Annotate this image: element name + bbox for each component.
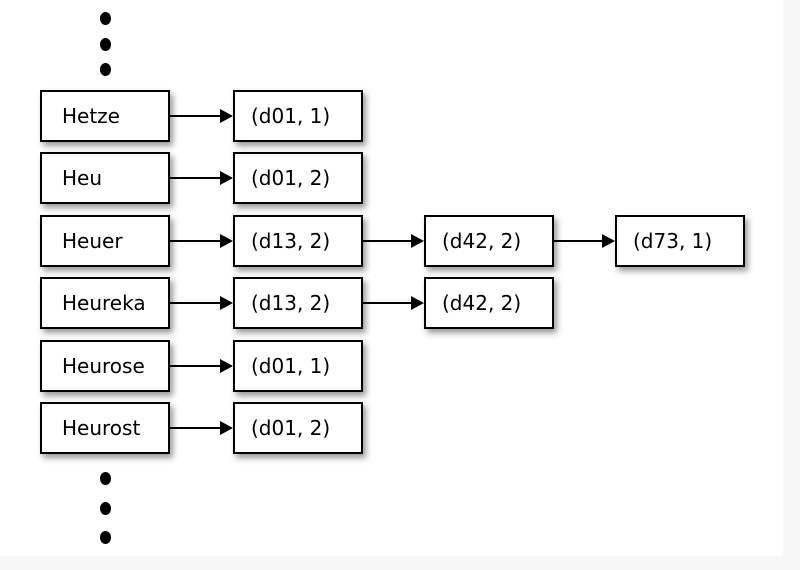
- edge-shaft: [170, 302, 220, 304]
- edge-term-1-to-posting-1: [170, 109, 233, 123]
- arrowhead-icon: [602, 234, 615, 248]
- posting-label: (d13, 2): [251, 229, 331, 253]
- ellipsis-bottom-dot-2: [100, 502, 111, 515]
- diagram-page: Hetze Heu Heuer Heureka Heurose Heurost: [40, 12, 745, 544]
- posting-label: (d73, 1): [633, 229, 713, 253]
- arrowhead-icon: [411, 296, 424, 310]
- arrowhead-icon: [411, 234, 424, 248]
- posting-node-1-2[interactable]: (d01, 2): [233, 152, 363, 204]
- posting-label: (d42, 2): [442, 229, 522, 253]
- ellipsis-bottom-dot-3: [100, 531, 111, 544]
- posting-node-1-5[interactable]: (d01, 1): [233, 340, 363, 392]
- arrowhead-icon: [220, 234, 233, 248]
- posting-node-2-2[interactable]: (d42, 2): [424, 277, 554, 329]
- term-node-4[interactable]: Heureka: [40, 277, 170, 329]
- term-label: Heuer: [62, 229, 123, 253]
- edge-shaft: [170, 177, 220, 179]
- edge-shaft: [554, 240, 602, 242]
- posting-node-1-1[interactable]: (d01, 1): [233, 90, 363, 142]
- arrowhead-icon: [220, 296, 233, 310]
- edge-shaft: [363, 240, 411, 242]
- edge-shaft: [363, 302, 411, 304]
- term-node-3[interactable]: Heuer: [40, 215, 170, 267]
- posting-node-1-6[interactable]: (d01, 2): [233, 402, 363, 454]
- posting-label: (d01, 1): [251, 104, 331, 128]
- term-label: Heu: [62, 166, 103, 190]
- posting-label: (d01, 2): [251, 166, 331, 190]
- term-label: Heureka: [62, 291, 146, 315]
- term-node-5[interactable]: Heurose: [40, 340, 170, 392]
- term-node-2[interactable]: Heu: [40, 152, 170, 204]
- arrowhead-icon: [220, 109, 233, 123]
- ellipsis-top-dot-1: [100, 12, 111, 25]
- arrowhead-icon: [220, 171, 233, 185]
- edge-term-4-to-posting-4: [170, 296, 233, 310]
- edge-shaft: [170, 115, 220, 117]
- posting-label: (d42, 2): [442, 291, 522, 315]
- edge-posting-1-3-to-posting-2-1: [363, 234, 424, 248]
- ellipsis-top-dot-2: [100, 38, 111, 51]
- ellipsis-top-dot-3: [100, 63, 111, 76]
- ellipsis-bottom-dot-1: [100, 472, 111, 485]
- edge-shaft: [170, 240, 220, 242]
- term-node-6[interactable]: Heurost: [40, 402, 170, 454]
- posting-node-2-1[interactable]: (d42, 2): [424, 215, 554, 267]
- posting-label: (d13, 2): [251, 291, 331, 315]
- edge-term-6-to-posting-6: [170, 421, 233, 435]
- posting-label: (d01, 1): [251, 354, 331, 378]
- edge-term-2-to-posting-2: [170, 171, 233, 185]
- edge-shaft: [170, 365, 220, 367]
- posting-node-3-1[interactable]: (d73, 1): [615, 215, 745, 267]
- posting-node-1-4[interactable]: (d13, 2): [233, 277, 363, 329]
- posting-node-1-3[interactable]: (d13, 2): [233, 215, 363, 267]
- edge-term-3-to-posting-3: [170, 234, 233, 248]
- term-node-1[interactable]: Hetze: [40, 90, 170, 142]
- term-label: Heurost: [62, 416, 141, 440]
- edge-term-5-to-posting-5: [170, 359, 233, 373]
- edge-posting-2-1-to-posting-3-1: [554, 234, 615, 248]
- posting-label: (d01, 2): [251, 416, 331, 440]
- term-label: Hetze: [62, 104, 120, 128]
- edge-shaft: [170, 427, 220, 429]
- term-label: Heurose: [62, 354, 145, 378]
- arrowhead-icon: [220, 359, 233, 373]
- arrowhead-icon: [220, 421, 233, 435]
- edge-posting-1-4-to-posting-2-2: [363, 296, 424, 310]
